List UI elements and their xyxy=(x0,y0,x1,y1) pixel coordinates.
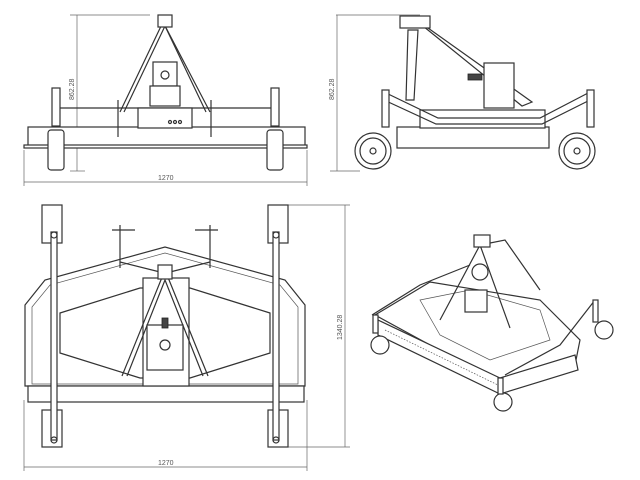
top-width-dimension: 1270 xyxy=(158,460,174,467)
iso-wheel-left xyxy=(370,335,390,355)
front-width-dimension: 1270 xyxy=(158,175,174,182)
iso-wheel-rear xyxy=(471,263,489,281)
side-view: 862.28 xyxy=(329,14,596,172)
side-height-dimension: 862.28 xyxy=(329,78,336,100)
gearbox xyxy=(152,61,178,87)
front-left-wheel xyxy=(47,129,65,171)
front-height-dimension: 862.28 xyxy=(69,78,76,100)
top-view: 1340.28 1270 xyxy=(23,204,350,471)
top-gearbox xyxy=(146,324,184,371)
front-view: 862.28 1270 xyxy=(23,14,308,186)
blade-teeth xyxy=(384,329,501,387)
front-right-wheel xyxy=(266,129,284,171)
iso-wheel-front xyxy=(493,392,513,412)
isometric-view xyxy=(370,234,614,412)
iso-wheel-right xyxy=(594,320,614,340)
iso-gearbox xyxy=(464,289,488,313)
top-depth-dimension: 1340.28 xyxy=(337,315,344,340)
